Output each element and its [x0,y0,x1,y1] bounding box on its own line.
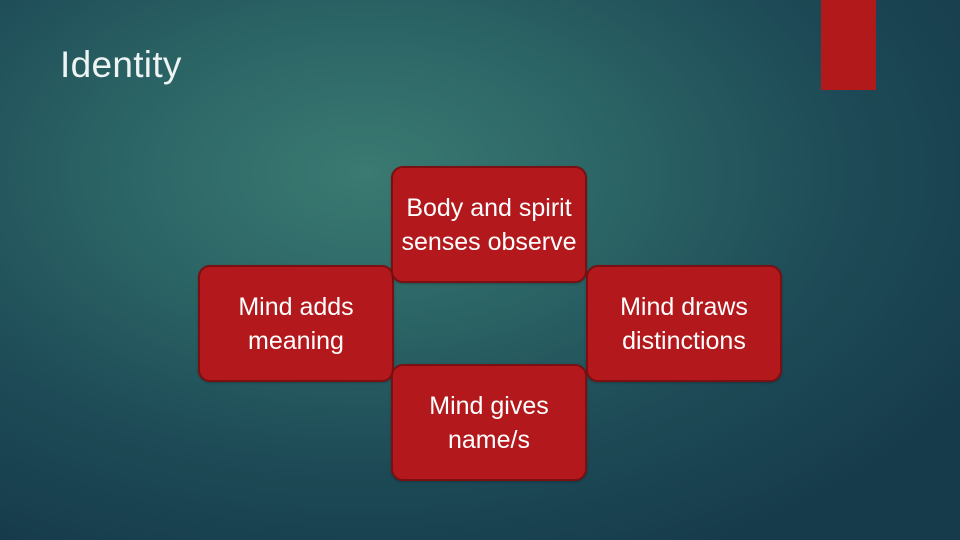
accent-bar [821,0,876,90]
node-label: Body and spirit senses observe [401,193,577,256]
node-mind-draws-distinctions: Mind draws distinctions [586,265,782,382]
slide-title: Identity [60,44,182,85]
node-label: Mind adds meaning [238,292,354,355]
node-label: Mind draws distinctions [620,292,748,355]
node-body-and-spirit-senses-observe: Body and spirit senses observe [391,166,587,283]
node-mind-gives-names: Mind gives name/s [391,364,587,481]
node-label: Mind gives name/s [429,391,549,454]
node-mind-adds-meaning: Mind adds meaning [198,265,394,382]
